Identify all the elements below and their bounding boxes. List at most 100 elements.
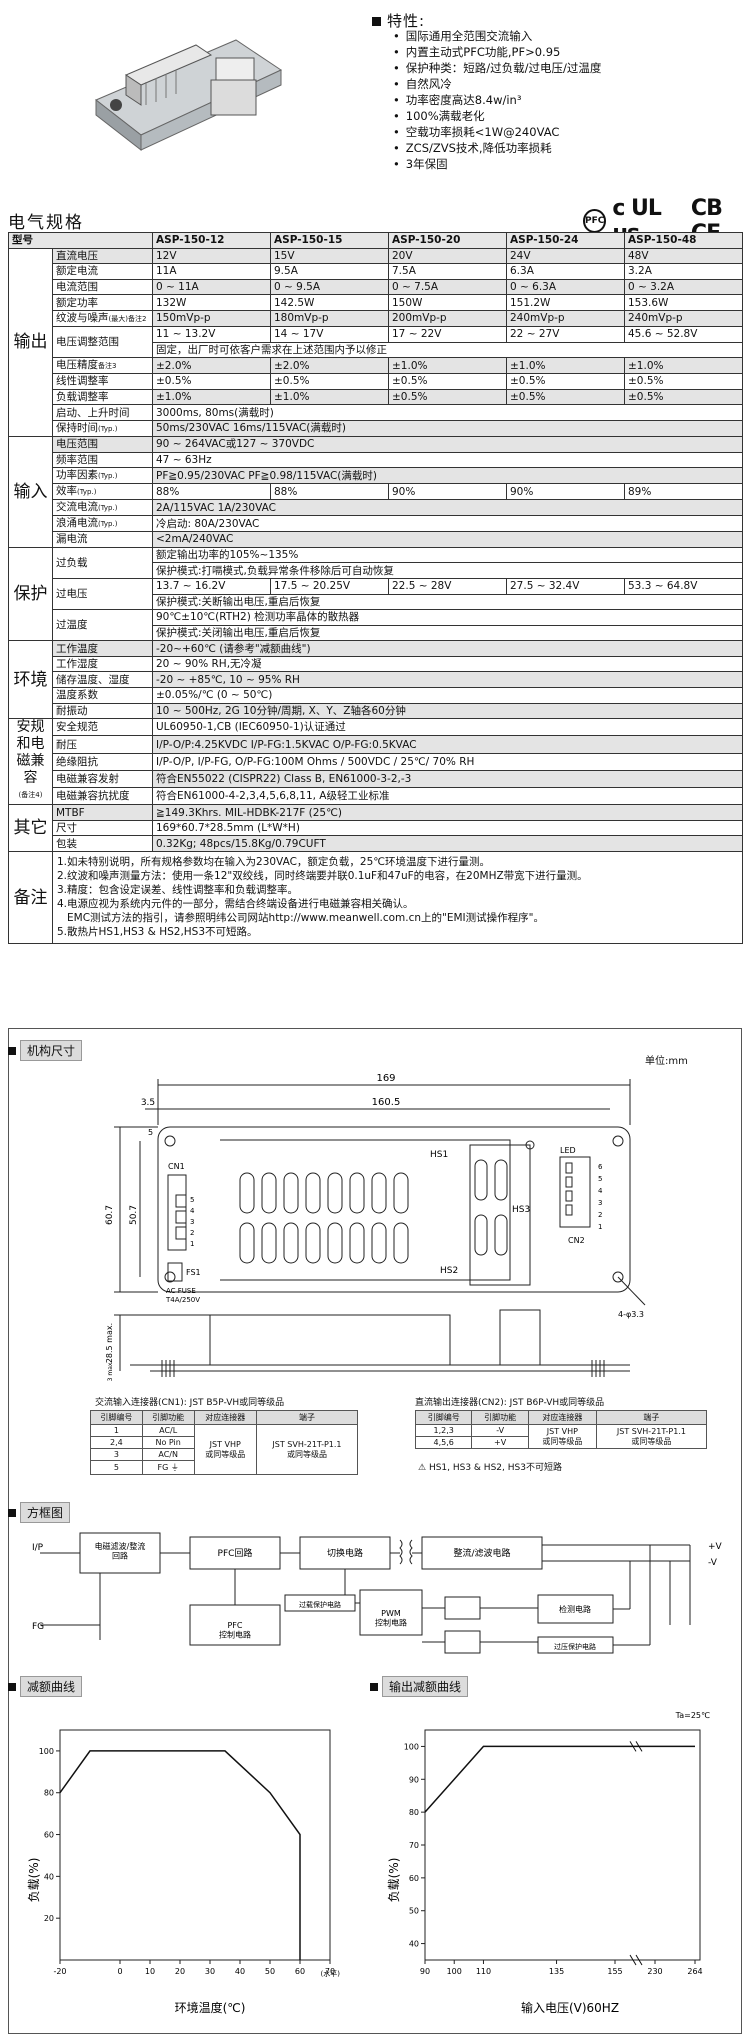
cn2-pin: 1: [598, 1223, 602, 1231]
ip-label: I/P: [32, 1543, 44, 1553]
dim-width-inner: 50.7: [129, 1205, 139, 1225]
spec-cell: 132W: [152, 294, 271, 311]
spec-cell: 150W: [388, 294, 507, 311]
dim-length: 169: [376, 1073, 395, 1084]
spec-row: 漏电流<2mA/240VAC: [9, 531, 743, 548]
spec-cell: ±0.5%: [270, 373, 389, 390]
spec-label-text: 额定功率: [56, 296, 98, 309]
spec-label-note: (最大)备注2: [108, 314, 147, 323]
feature-item: 空载功率损耗<1W@240VAC: [393, 124, 601, 140]
y-tick-label: 20: [44, 1914, 54, 1923]
note-line: 5.散热片HS1,HS3 & HS2,HS3不可短路。: [57, 926, 258, 939]
spec-cell: 22.5 ~ 28V: [388, 577, 507, 595]
spec-label: 过电压: [52, 577, 153, 611]
emi-block: 电磁滤波/整流回路: [95, 1541, 146, 1561]
y-tick-label: 40: [44, 1872, 54, 1881]
spec-cell: 48V: [624, 247, 743, 265]
spec-label: 直流电压: [52, 247, 153, 265]
spec-row: 电磁兼容发射符合EN55022 (CISPR22) Class B, EN610…: [9, 769, 743, 789]
hs3-label: HS3: [512, 1205, 530, 1215]
spec-label-text: 线性调整率: [56, 375, 109, 388]
y-tick-label: 60: [409, 1874, 419, 1883]
model-name: ASP-150-48: [624, 232, 743, 249]
spec-label: 电磁兼容抗扰度: [52, 786, 153, 806]
spec-label-text: 耐压: [56, 738, 77, 751]
model-name: ASP-150-15: [270, 232, 389, 249]
switch-block: 切换电路: [327, 1547, 363, 1559]
spec-cell: ±0.5%: [152, 373, 271, 390]
spec-label: 纹波与噪声(最大)备注2: [52, 309, 153, 327]
drawing-frame: [8, 1028, 742, 2034]
spec-row: 储存温度、湿度-20 ~ +85℃, 10 ~ 95% RH: [9, 671, 743, 689]
x-tick-label: 155: [607, 1967, 622, 1976]
y-tick-label: 100: [39, 1747, 54, 1756]
derating-section-title: 减额曲线: [8, 1676, 83, 1697]
feature-item: 自然风冷: [393, 76, 601, 92]
pfc-mark-icon: PFC: [583, 209, 607, 233]
spec-cell: ±2.0%: [270, 357, 389, 375]
spec-label-text: 电磁兼容抗扰度: [56, 790, 130, 803]
spec-cell: 153.6W: [624, 294, 743, 311]
spec-label-note: (Typ.): [98, 504, 118, 513]
spec-cell: 0 ~ 11A: [152, 278, 271, 296]
spec-cell: 3000ms, 80ms(满载时): [152, 404, 743, 421]
detect-block: 检测电路: [559, 1604, 591, 1614]
spec-row: 保持时间(Typ.)50ms/230VAC 16ms/115VAC(满载时): [9, 419, 743, 437]
spec-group-protection: 保护: [8, 546, 53, 642]
x-tick-label: 0: [117, 1967, 122, 1976]
spec-row: 负载调整率±1.0%±1.0%±0.5%±0.5%±0.5%: [9, 388, 743, 406]
spec-cell: 89%: [624, 483, 743, 501]
y-tick-label: 80: [44, 1789, 54, 1798]
spec-cell: 0 ~ 7.5A: [388, 278, 507, 296]
spec-label: 电流范围: [52, 278, 153, 296]
spec-label-text: 电压调整范围: [56, 336, 119, 349]
cn1-title: 交流输入连接器(CN1): JST B5P-VH或同等级品: [95, 1398, 285, 1408]
spec-cell: 88%: [270, 483, 389, 501]
spec-label: 启动、上升时间: [52, 404, 153, 421]
spec-cell: 53.3 ~ 64.8V: [624, 577, 743, 595]
spec-label: 工作湿度: [52, 655, 153, 673]
safety-group-text: 安规和电磁兼容: [16, 719, 45, 787]
spec-row: 启动、上升时间 3000ms, 80ms(满载时): [9, 404, 743, 421]
spec-label: 电磁兼容发射: [52, 769, 153, 789]
spec-cell: PF≧0.95/230VAC PF≧0.98/115VAC(满载时): [152, 467, 743, 485]
spec-group-others: 其它: [8, 804, 53, 853]
cn2-pin: 6: [598, 1163, 603, 1171]
spec-cell: ±1.0%: [152, 388, 271, 406]
spec-label-text: 储存温度、湿度: [56, 673, 130, 686]
features-list: 国际通用全范围交流输入内置主动式PFC功能,PF>0.95保护种类：短路/过负载…: [393, 28, 602, 172]
spec-label: 漏电流: [52, 531, 153, 548]
spec-cell: 200mVp-p: [388, 309, 507, 327]
spec-cell: 27.5 ~ 32.4V: [506, 577, 625, 595]
spec-cell: ±0.05%/℃ (0 ~ 50℃): [152, 687, 743, 704]
spec-label-text: MTBF: [56, 806, 85, 819]
spec-label: 功率因素(Typ.): [52, 467, 153, 485]
y-tick-label: 50: [409, 1907, 419, 1916]
mechanical-drawing: 169 160.5 3.5 60.7 50.7 5 CN1 5 4 3 2 1 …: [105, 1073, 646, 1382]
spec-group-output: 输出: [8, 247, 53, 437]
feature-item: 保护种类：短路/过负载/过电压/过温度: [393, 60, 602, 76]
note-line: 1.如未特别说明，所有规格参数均在输入为230VAC，额定负载，25℃环境温度下…: [57, 856, 491, 869]
cn2-pin: 2: [598, 1211, 602, 1219]
output-derating-plot-area: [424, 1729, 701, 1961]
dim-edge: 3.5: [141, 1098, 155, 1108]
spec-label-text: 额定电流: [56, 265, 98, 278]
vplus-label: +V: [708, 1542, 723, 1552]
spec-label-note: 备注3: [98, 362, 117, 371]
spec-cell: 47 ~ 63Hz: [152, 451, 743, 469]
mech-section-title: 机构尺寸: [8, 1040, 83, 1061]
spec-row: 电磁兼容抗扰度符合EN61000-4-2,3,4,5,6,8,11, A级轻工业…: [9, 786, 743, 806]
y-tick-label: 40: [409, 1940, 419, 1949]
spec-row: 浪涌电流(Typ.)冷启动: 80A/230VAC: [9, 515, 743, 533]
spec-label-text: 频率范围: [56, 453, 98, 466]
dim-base: 3 max.: [107, 1361, 114, 1382]
output-derating-xlabel: 输入电压(V)60HZ: [521, 2000, 619, 2015]
spec-label-text: 启动、上升时间: [56, 406, 130, 419]
